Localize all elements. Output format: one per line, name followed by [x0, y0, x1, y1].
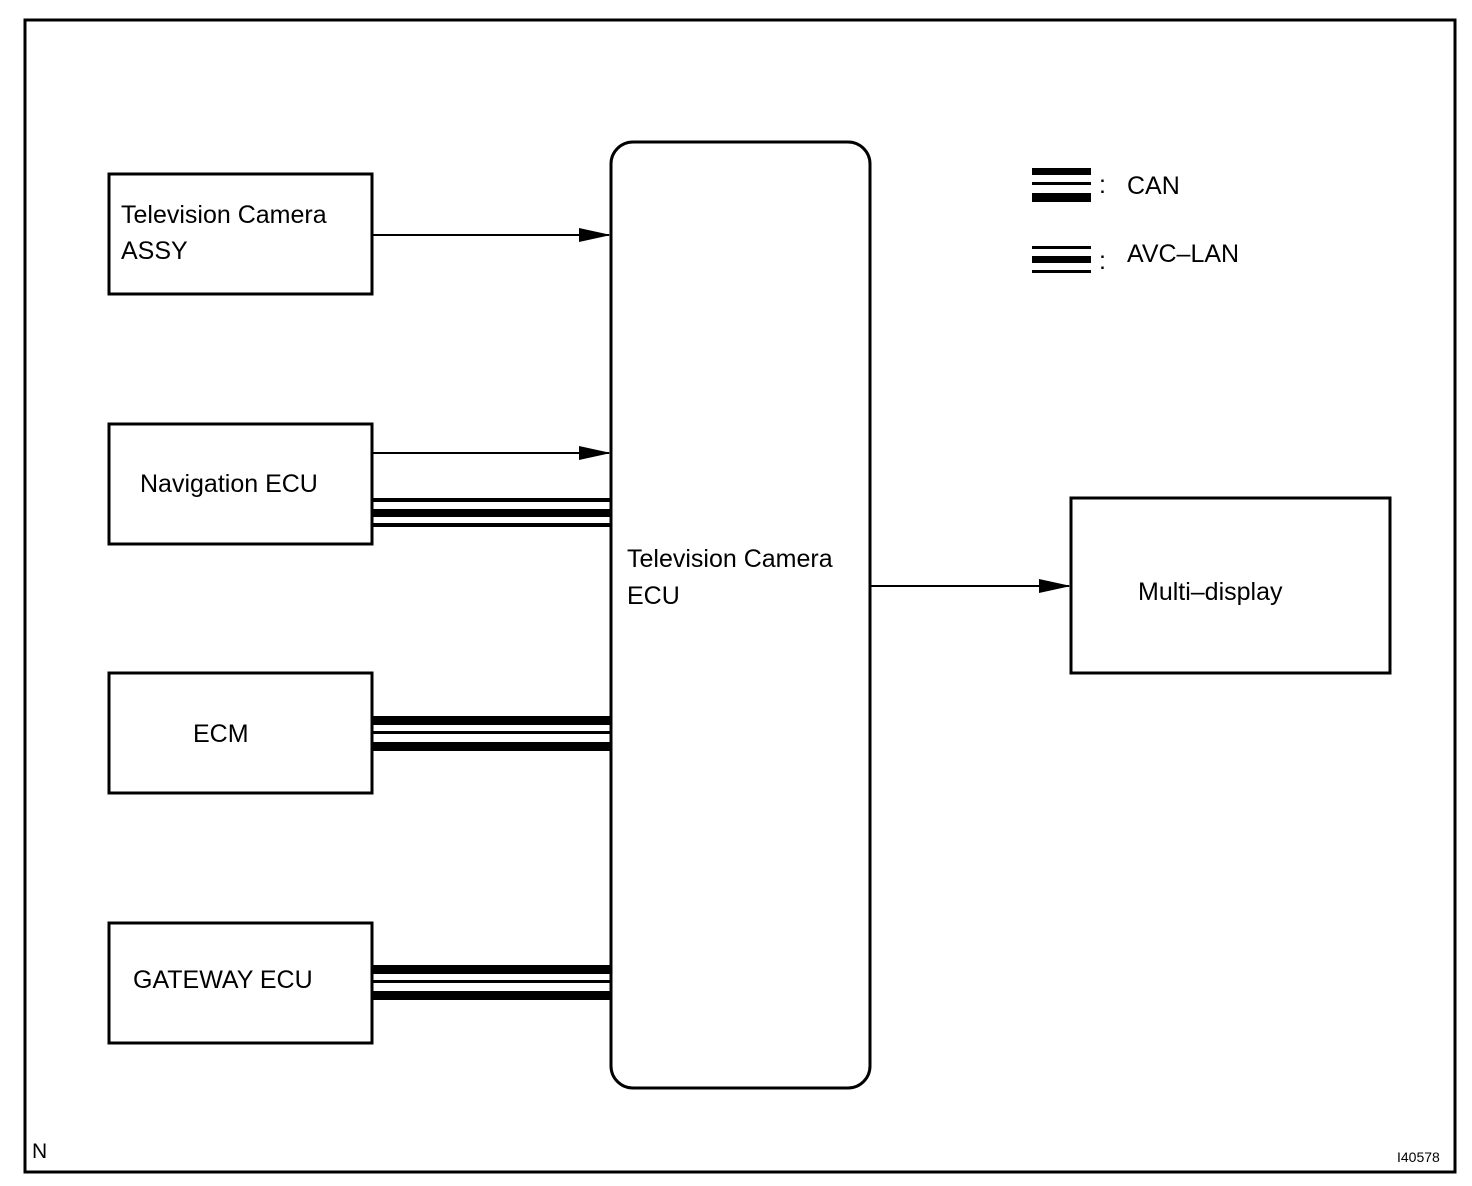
legend-avc-lan-symbol — [1032, 246, 1091, 273]
gateway-ecu-label: GATEWAY ECU — [133, 966, 313, 994]
tv-camera-assy-label-line1: Television Camera — [121, 201, 327, 229]
block-multi-display: Multi–display — [1069, 496, 1392, 675]
ecm-label: ECM — [193, 720, 249, 748]
can-bus-gateway — [372, 965, 611, 1000]
legend: : CAN : AVC–LAN — [1032, 168, 1239, 275]
legend-can-label: CAN — [1127, 172, 1180, 200]
tv-camera-assy-label-line2: ASSY — [121, 237, 188, 265]
block-gateway-ecu: GATEWAY ECU — [107, 921, 374, 1045]
legend-can-separator: : — [1099, 171, 1106, 199]
navigation-ecu-label: Navigation ECU — [140, 470, 318, 498]
block-tv-camera-ecu: Television Camera ECU — [609, 140, 872, 1090]
legend-can-symbol — [1032, 168, 1091, 202]
tv-camera-ecu-label-line1: Television Camera — [627, 545, 833, 573]
figure-id: I40578 — [1397, 1149, 1440, 1165]
avc-lan-bus-navigation — [372, 498, 611, 527]
block-tv-camera-assy: Television Camera ASSY — [107, 172, 374, 296]
outer-frame — [23, 18, 1457, 1174]
multi-display-label: Multi–display — [1138, 578, 1283, 606]
tv-camera-ecu-label-line2: ECU — [627, 582, 680, 610]
legend-avc-lan-separator: : — [1099, 247, 1106, 275]
can-bus-ecm — [372, 716, 611, 751]
block-ecm: ECM — [107, 671, 374, 795]
legend-avc-lan-label: AVC–LAN — [1127, 240, 1239, 268]
corner-mark: N — [32, 1140, 47, 1163]
block-navigation-ecu: Navigation ECU — [107, 422, 374, 546]
